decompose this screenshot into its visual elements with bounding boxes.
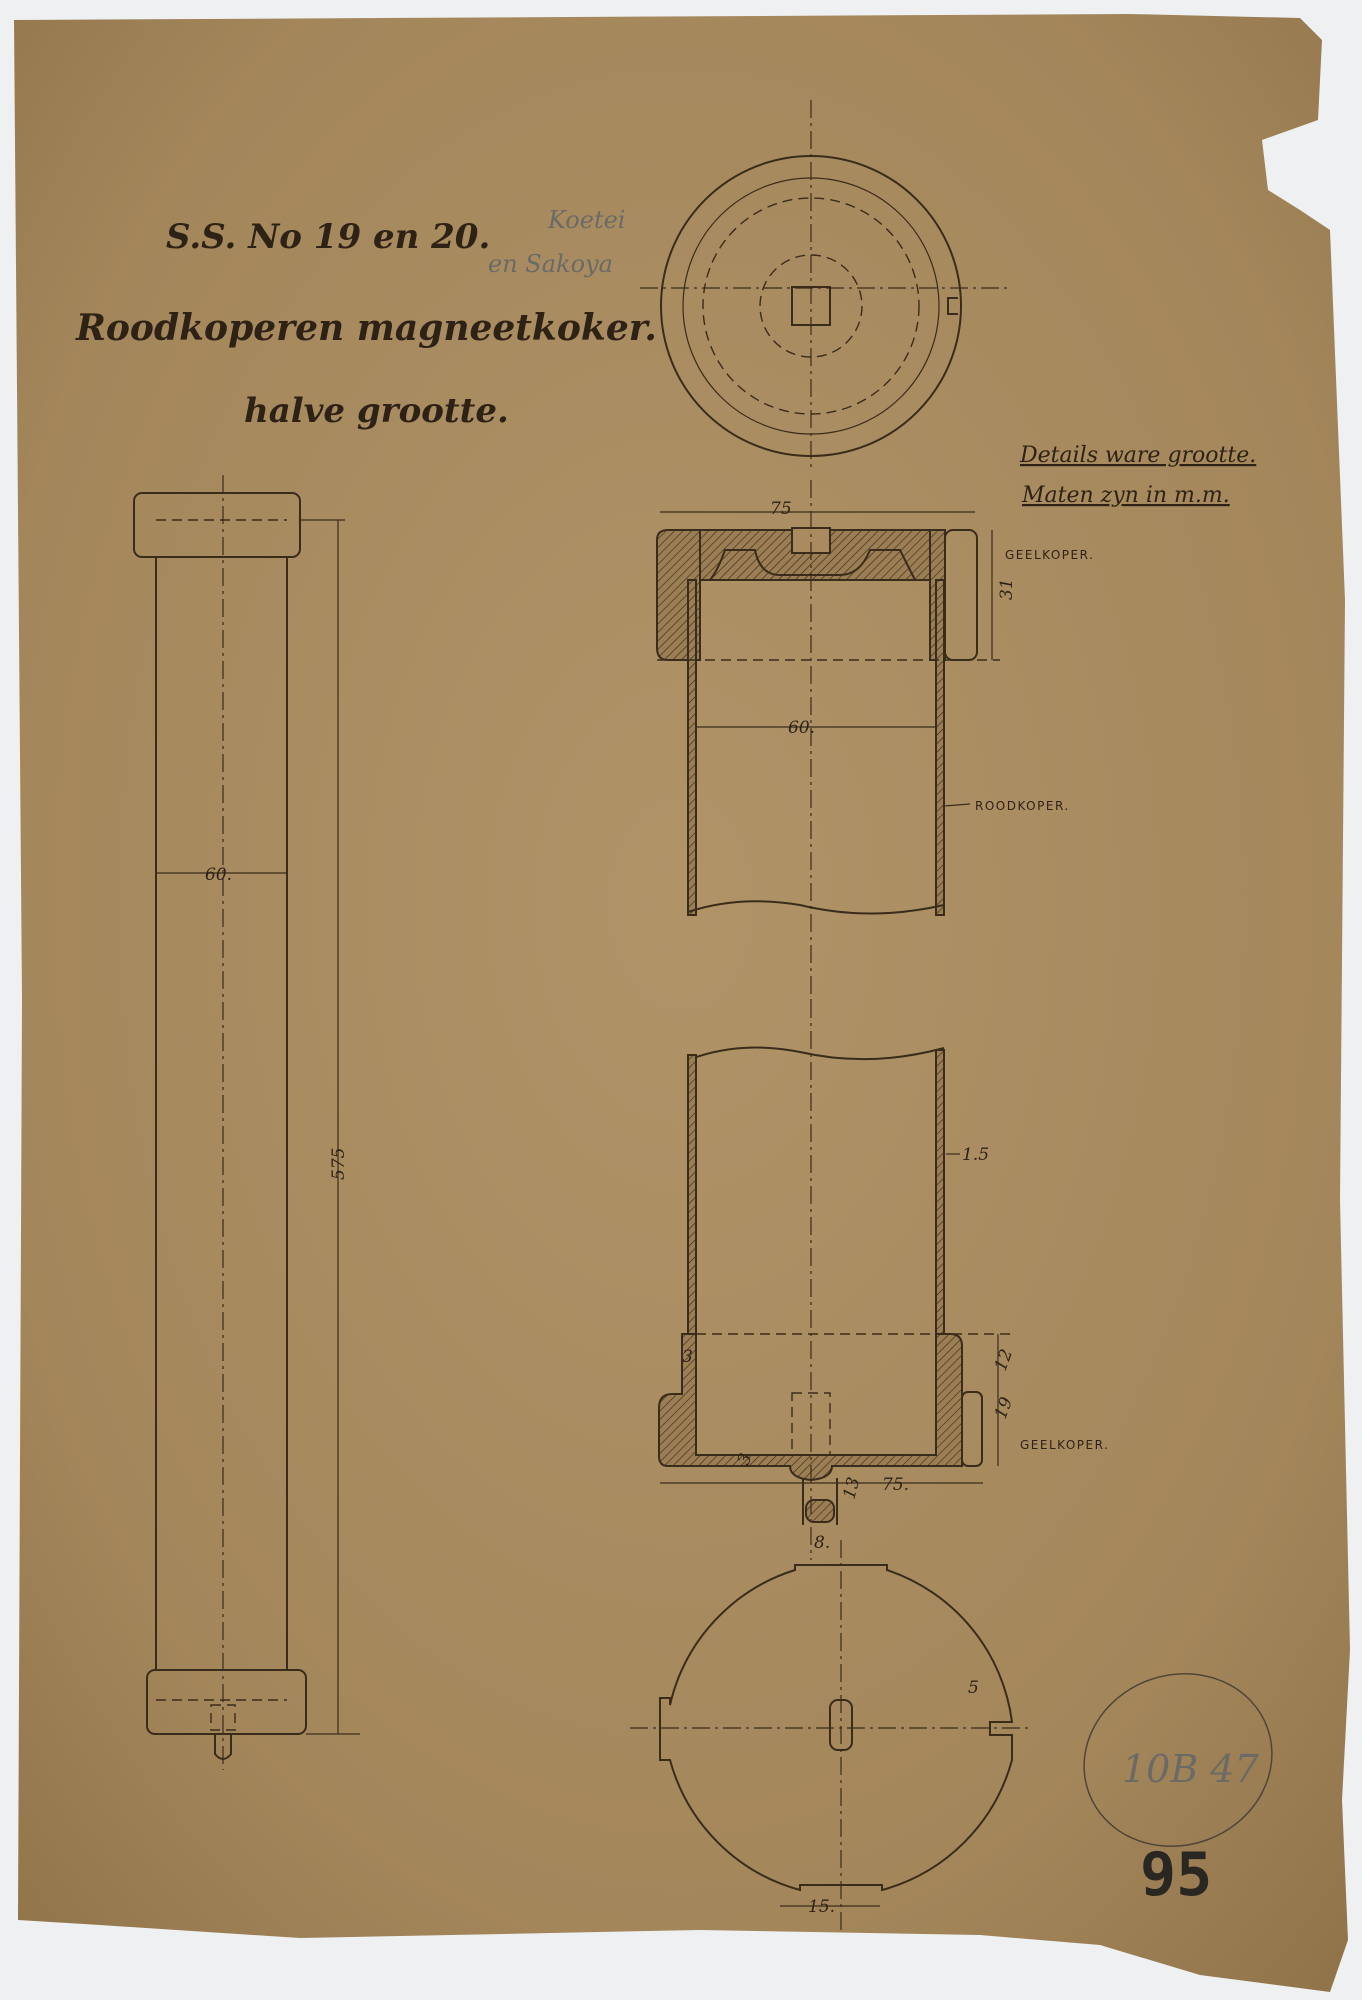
label-geelkoper-bottom: GEELKOPER.: [1020, 1438, 1109, 1452]
label-roodkoper: ROODKOPER.: [975, 799, 1070, 813]
stamp-code: 10B 47: [1122, 1747, 1260, 1791]
dim-wall: 1.5: [962, 1145, 989, 1165]
top-view: [640, 100, 1010, 470]
paper-background: [14, 14, 1350, 1992]
title-subject: Roodkoperen magneetkoker.: [75, 307, 657, 349]
title-scale: halve grootte.: [244, 391, 509, 431]
dim-top-width: 75: [770, 499, 792, 519]
note-details-scale: Details ware grootte.: [1019, 443, 1256, 468]
dim-bottom-75: 75.: [882, 1475, 909, 1495]
label-geelkoper-top: GEELKOPER.: [1005, 548, 1094, 562]
annotation-sakoya: en Sakoya: [488, 250, 613, 278]
dim-left-length: 575: [329, 1148, 349, 1180]
bottom-plate-view: [630, 1540, 1030, 1930]
archive-stamp: 10B 47 95: [1083, 1673, 1273, 1910]
stamp-number: 95: [1140, 1840, 1212, 1910]
dim-top-height: 31: [997, 578, 1017, 600]
dim-left-width: 60.: [205, 865, 232, 885]
dim-bottom-3a: 3: [682, 1347, 693, 1367]
dim-bottom-8: 8.: [814, 1533, 830, 1553]
title-ship-number: S.S. No 19 en 20.: [166, 217, 490, 257]
top-section: [656, 480, 1000, 1000]
bottom-section: [658, 1000, 1010, 1560]
annotation-koetei: Koetei: [547, 206, 625, 234]
side-view: [133, 475, 360, 1770]
note-units: Maten zyn in m.m.: [1021, 483, 1230, 508]
dim-plate-5: 5: [968, 1678, 979, 1698]
dim-plate-15: 15.: [808, 1897, 835, 1917]
dim-top-inner: 60.: [788, 718, 815, 738]
